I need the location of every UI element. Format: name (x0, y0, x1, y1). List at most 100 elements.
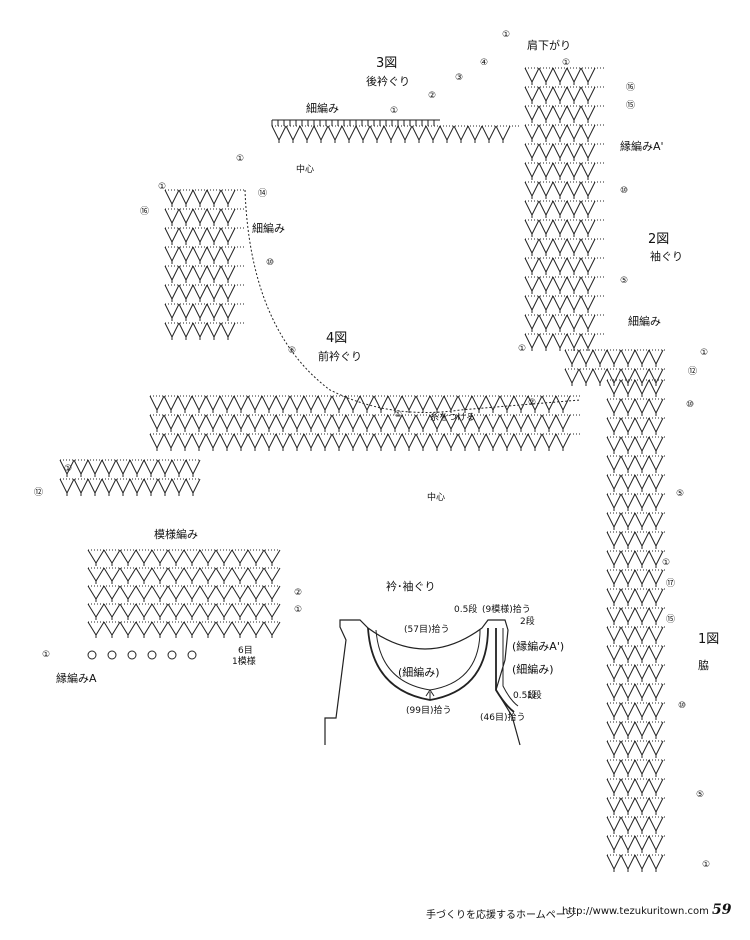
stitch-v (524, 86, 540, 103)
stitch-v (620, 493, 636, 510)
stitch-v (345, 433, 361, 450)
stitch-v (620, 436, 636, 453)
stitch-v (317, 395, 333, 412)
picot (127, 650, 137, 660)
stitch-v (135, 621, 153, 636)
stitch-v (580, 105, 596, 122)
stitch-v (634, 417, 650, 434)
stitch-v (513, 433, 529, 450)
stitch-v (538, 333, 554, 350)
stitch-v (261, 395, 277, 412)
stitch-v (606, 588, 622, 605)
stitch-v (163, 395, 179, 412)
stitch-v (192, 227, 208, 244)
stitch-v (192, 303, 208, 320)
stitch-v (206, 284, 222, 301)
stitch-v (401, 395, 417, 412)
stitch-v (566, 314, 582, 331)
stitch-v (341, 125, 357, 142)
stitch-v (538, 200, 554, 217)
marker-1: ① (662, 558, 671, 568)
stitch-v (192, 284, 208, 301)
stitch-v (620, 759, 636, 776)
stitch-v (620, 398, 636, 415)
stitch-v (220, 303, 236, 320)
schematic-arm-top: (9模様)拾う (482, 605, 531, 615)
stitch-v (634, 702, 650, 719)
stitch-v (634, 816, 650, 833)
stitch-v (620, 569, 636, 586)
stitch-v (87, 567, 105, 582)
stitch-v (606, 721, 622, 738)
stitch-v (263, 585, 281, 600)
fig4-center-label: 中心 (427, 493, 446, 503)
stitch-v (538, 105, 554, 122)
stitch-v (606, 759, 622, 776)
fig4-attach-label: 糸をつける (430, 413, 476, 423)
stitch-v (620, 626, 636, 643)
stitch-v (87, 549, 105, 564)
stitch-v (387, 433, 403, 450)
stitch-v (151, 621, 169, 636)
picot (187, 650, 197, 660)
stitch-v (499, 414, 515, 431)
stitch-v (580, 86, 596, 103)
stitch-v (149, 395, 165, 412)
stitch-v (648, 368, 664, 385)
footer-url[interactable]: http://www.tezukuritown.com (562, 906, 709, 917)
stitch-v (119, 621, 137, 636)
marker-10: ⑩ (266, 258, 275, 268)
stitch-v (164, 265, 180, 282)
schematic-arm-bottom: (46目)拾う (480, 713, 526, 723)
stitch-v (538, 219, 554, 236)
stitch-v (485, 433, 501, 450)
page-number: 59 (712, 902, 732, 918)
stitch-v (552, 67, 568, 84)
stitch-v (552, 162, 568, 179)
stitch-v (580, 238, 596, 255)
stitch-v (552, 181, 568, 198)
stitch-v (119, 567, 137, 582)
stitch-v (606, 607, 622, 624)
stitch-v (429, 433, 445, 450)
stitch-v (606, 455, 622, 472)
marker-12: ⑫ (34, 488, 44, 498)
schematic-row-c: 0.5段 (513, 691, 537, 701)
stitch-v (199, 549, 217, 564)
stitch-v (499, 395, 515, 412)
stitch-v (233, 433, 249, 450)
stitch-v (199, 603, 217, 618)
stitch-v (164, 208, 180, 225)
stitch-v (634, 835, 650, 852)
stitch-v (220, 284, 236, 301)
stitch-v (552, 105, 568, 122)
stitch-v (192, 246, 208, 263)
stitch-v (648, 550, 664, 567)
schematic-row-a: 0.5段 (454, 605, 478, 615)
stitch-v (219, 395, 235, 412)
stitch-v (164, 322, 180, 339)
stitch-v (289, 433, 305, 450)
fig3-stitch-label: 細編み (306, 102, 339, 115)
stitch-v (164, 246, 180, 263)
stitch-v (606, 702, 622, 719)
stitch-v (648, 740, 664, 757)
marker-5: ⑤ (620, 276, 629, 286)
stitch-v (73, 478, 89, 495)
stitch-v (538, 295, 554, 312)
stitch-v (620, 778, 636, 795)
stitch-v (606, 797, 622, 814)
stitch-v (606, 474, 622, 491)
stitch-v (247, 567, 265, 582)
stitch-v (192, 189, 208, 206)
stitch-v (247, 433, 263, 450)
stitch-v (149, 414, 165, 431)
stitch-v (538, 143, 554, 160)
stitch-v (620, 702, 636, 719)
stitch-v (411, 125, 427, 142)
marker-15: ⑮ (666, 615, 676, 625)
stitch-v (206, 208, 222, 225)
stitch-v (457, 395, 473, 412)
schematic-neck-inner: (細編み) (398, 666, 440, 679)
stitch-v (648, 683, 664, 700)
